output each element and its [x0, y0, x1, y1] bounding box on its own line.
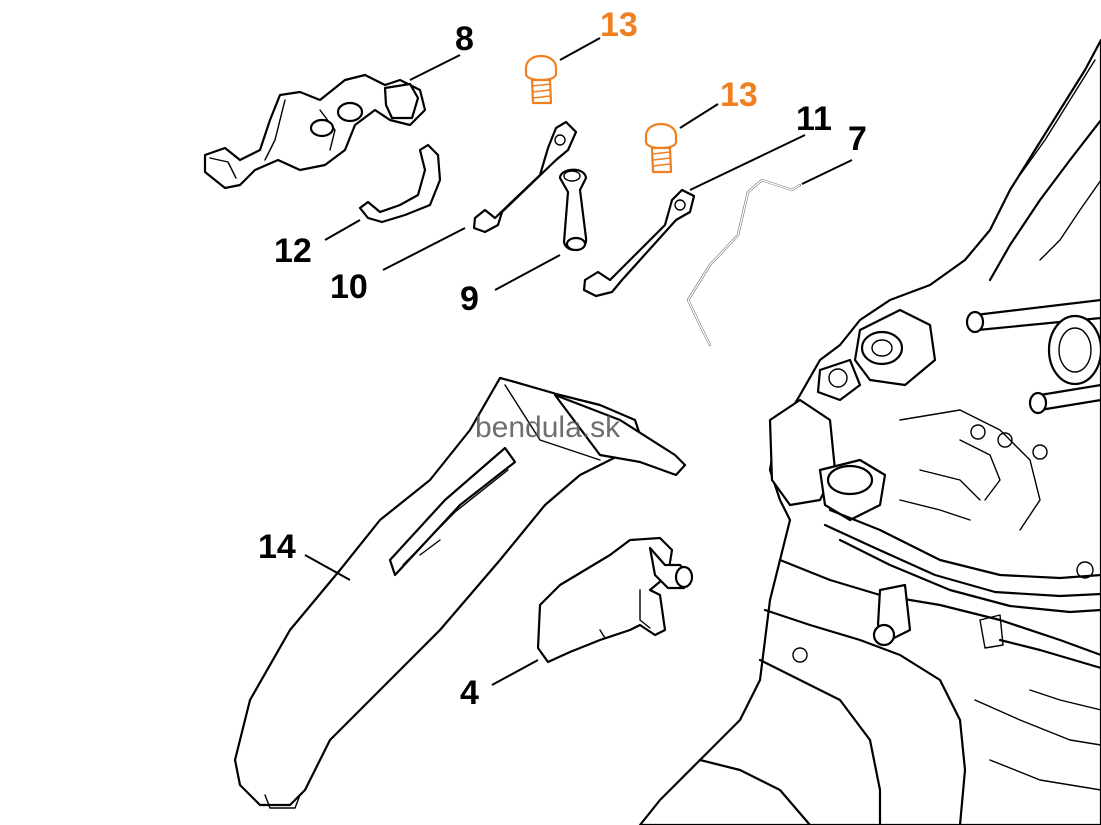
- screw-head-b: [644, 122, 678, 150]
- part-11-rod: [582, 188, 696, 298]
- part-14-handle-cover: [233, 376, 687, 809]
- part-12-clip: [358, 143, 442, 224]
- engine-housing: [638, 38, 1101, 825]
- callout-labels: 8 13 13 11 7 12 10 9 14 4: [258, 6, 867, 712]
- callout-9: 9: [460, 280, 479, 318]
- leader-lines: [304, 37, 853, 686]
- callout-4: 4: [460, 674, 479, 712]
- part-4-trigger: [536, 536, 694, 664]
- part-7-wire: [686, 178, 802, 347]
- callout-13-a: 13: [600, 6, 638, 44]
- part-9-link-pin: [558, 168, 588, 252]
- part-13-screw-b: [644, 122, 678, 174]
- callout-8: 8: [455, 20, 474, 58]
- callout-10: 10: [330, 268, 368, 306]
- callout-12: 12: [274, 232, 312, 270]
- watermark: bendula.sk: [475, 411, 621, 444]
- part-8-lever-assembly: [203, 73, 427, 190]
- callout-11: 11: [796, 100, 832, 138]
- part-10-rod: [472, 120, 578, 234]
- callout-14: 14: [258, 528, 296, 566]
- screw-head-a: [524, 54, 558, 82]
- part-13-screw-a: [524, 54, 558, 105]
- callout-13-b: 13: [720, 76, 758, 114]
- callout-7: 7: [848, 120, 867, 158]
